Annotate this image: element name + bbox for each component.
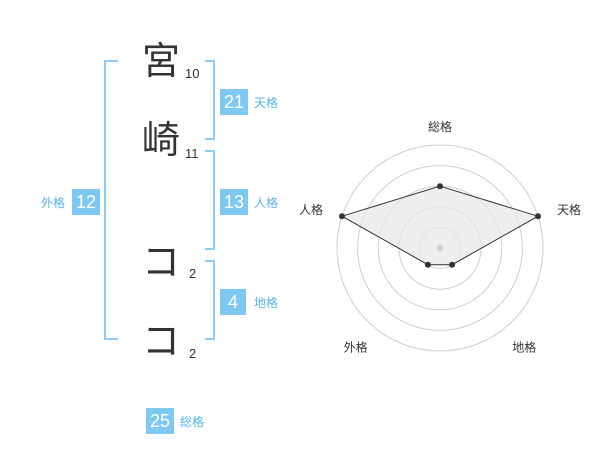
stroke-count-4: 2: [189, 346, 197, 361]
radar-center-dot: [437, 245, 443, 251]
chikaku-label: 地格: [254, 296, 279, 310]
chikaku-value: 4: [220, 289, 246, 315]
radar-point: [339, 213, 345, 220]
jinkaku-value: 13: [220, 189, 248, 215]
fortune-radar-chart: 総格 天格 地格 外格 人格: [299, 119, 581, 355]
stroke-count-1: 10: [185, 66, 200, 81]
soukaku-label: 総格: [180, 415, 205, 429]
radar-label-chikaku: 地格: [512, 340, 536, 355]
radar-point: [424, 261, 431, 268]
radar-label-tenkaku: 天格: [557, 202, 581, 217]
radar-point: [437, 183, 443, 190]
name-char-1: 宮: [142, 39, 181, 83]
name-char-2: 崎: [142, 118, 181, 162]
name-char-3: コ: [142, 240, 181, 284]
radar-label-soukaku: 総格: [428, 119, 452, 134]
jinkaku-label: 人格: [254, 196, 279, 210]
radar-points: [339, 183, 541, 268]
radar-label-jinkaku: 人格: [299, 202, 323, 217]
stroke-count-2: 11: [185, 146, 199, 161]
radar-point: [535, 213, 541, 220]
radar-point: [449, 261, 456, 268]
tenkaku-bracket: [205, 60, 215, 140]
stroke-count-3: 2: [189, 266, 197, 281]
radar-series-area: [340, 185, 540, 266]
gaikaku-label: 外格: [41, 196, 66, 210]
tenkaku-label: 天格: [254, 96, 279, 110]
name-char-4: コ: [142, 319, 181, 363]
radar-grid-ring: [357, 165, 523, 331]
soukaku-value: 25: [146, 408, 174, 434]
jinkaku-bracket: [205, 150, 215, 250]
chikaku-bracket: [205, 260, 215, 340]
radar-label-gaikaku: 外格: [344, 340, 368, 355]
gaikaku-value: 12: [72, 189, 100, 215]
tenkaku-value: 21: [220, 89, 248, 115]
gaikaku-bracket: [104, 60, 118, 340]
radar-grid-ring: [336, 144, 544, 352]
